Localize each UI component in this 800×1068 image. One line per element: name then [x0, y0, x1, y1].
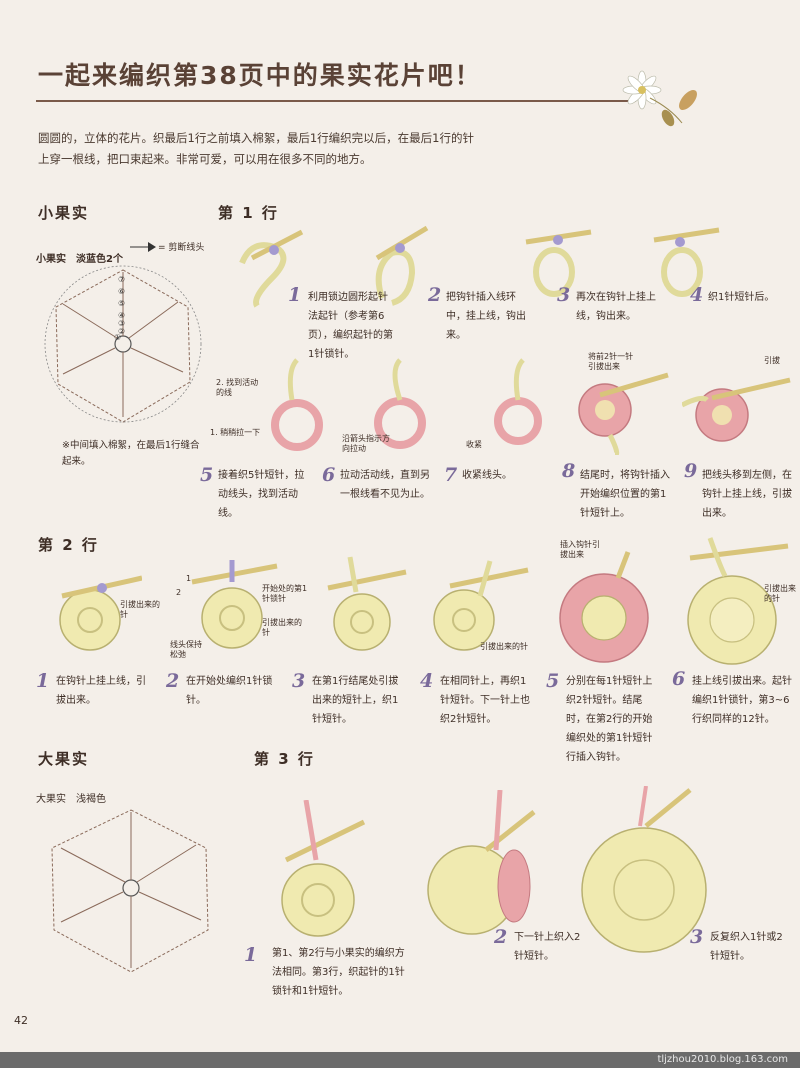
small-fruit-chart: ⑦ ⑥ ⑤ ④ ③ ② ①: [44, 265, 202, 423]
row1-step1-text: 利用锁边圆形起针法起针（参考第6页），编织起针的第1针锁针。: [308, 292, 393, 360]
title-rule: [36, 100, 636, 102]
row2-step2-text: 在开始处编织1针锁针。: [186, 676, 273, 706]
row3-step3-text: 反复织入1针或2针短针。: [710, 932, 783, 962]
row1-step6-text: 拉动活动线，直到另一根线看不见为止。: [340, 470, 430, 500]
row1-step5-num: 5: [200, 464, 214, 486]
row2-step6-illustration: [687, 537, 789, 665]
label-arrow-pull: 沿箭头指示方向拉动: [342, 434, 390, 453]
row2-label-n1: 1: [186, 574, 192, 583]
cut-legend: = 剪断线头: [158, 243, 205, 253]
page-title: 一起来编织第38页中的果实花片吧！: [38, 61, 482, 90]
row2-step3-illustration: [327, 556, 407, 651]
row3-step2-text: 下一针上织入2针短针。: [514, 932, 581, 962]
row3-step2-num: 2: [494, 926, 508, 948]
row1-step7-num: 7: [444, 464, 458, 486]
big-fruit-heading: 大果实: [38, 750, 90, 768]
label-pull-through: 引拔: [764, 356, 780, 365]
row2-label-start-chain: 开始处的第1针锁针: [262, 584, 308, 603]
row1-step9-num: 9: [684, 460, 698, 482]
row1-step2-illustration: [375, 225, 429, 306]
row2-step4-illustration: [433, 560, 529, 651]
row2-step5-num: 5: [546, 670, 560, 692]
round-7: ⑦: [118, 275, 125, 284]
row2-heading: 第 2 行: [38, 536, 99, 554]
row2-label-pulled-c: 引拔出来的针: [480, 642, 528, 651]
site-url: tljzhou2010.blog.163.com: [657, 1054, 788, 1065]
footer-bar: [0, 1052, 800, 1068]
row1-step9-text: 把线头移到左侧，在钩针上挂上线，引拔出来。: [702, 470, 792, 519]
row3-step1-num: 1: [244, 944, 258, 966]
row2-step2-illustration: [191, 560, 278, 649]
row1-step3-num: 3: [557, 284, 571, 306]
row3-step3-illustration: [581, 786, 707, 953]
big-fruit-chart: [51, 809, 209, 973]
row1-step7-text: 收紧线头。: [462, 470, 512, 481]
row1-step4-text: 织1针短针后。: [708, 292, 775, 303]
row2-label-n2: 2: [176, 588, 182, 597]
label-find-active: 2. 找到活动的线: [216, 378, 259, 397]
row2-label-pulled: 引拔出来的针: [120, 600, 160, 619]
svg-text:①: ①: [114, 333, 121, 342]
row3-step2-illustration: [427, 790, 536, 935]
row1-step5-text: 接着织5针短针，拉动线头，找到活动线。: [218, 470, 305, 519]
row2-step5-text: 分别在每1针短针上织2针短针。结尾时，在第2行的开始编织处的第1针短针行插入钩针…: [566, 676, 653, 763]
row1-step6-num: 6: [322, 464, 336, 486]
big-fruit-label: 大果实 浅褐色: [36, 794, 106, 805]
row2-step5-illustration: [559, 551, 649, 663]
row1-step1-num: 1: [288, 284, 302, 306]
label-tighten: 收紧: [466, 440, 482, 449]
row2-step1-text: 在钩针上挂上线，引拔出来。: [56, 676, 146, 706]
row1-step4-num: 4: [690, 284, 704, 306]
row1-step9-illustration: [682, 377, 791, 442]
row1-step7-illustration: [494, 358, 542, 445]
row2-step4-text: 在相同针上，再织1针短针。下一针上也织2针短针。: [440, 676, 530, 725]
row2-label-tail: 线头保持松弛: [170, 640, 202, 659]
flower-decoration: [622, 70, 697, 127]
svg-text:⑤: ⑤: [118, 299, 125, 308]
page-number: 42: [14, 1014, 28, 1027]
row2-step4-num: 4: [420, 670, 434, 692]
row2-label-insert: 插入钩针引拔出来: [560, 540, 600, 559]
small-fruit-note: ※中间填入棉絮，在最后1行缝合起来。: [62, 440, 200, 467]
row1-step3-illustration: [525, 229, 592, 297]
small-fruit-heading: 小果实: [38, 204, 90, 222]
row2-step6-num: 6: [672, 668, 686, 690]
svg-text:③: ③: [118, 319, 125, 328]
row2-step6-text: 挂上线引拔出来。起针编织1针锁针，第3~6行织同样的12针。: [692, 676, 792, 725]
row1-step3-text: 再次在钩针上挂上线，钩出来。: [576, 292, 656, 322]
row1-step6-illustration: [374, 358, 426, 449]
svg-text:②: ②: [118, 327, 125, 336]
row1-step5-illustration: [271, 358, 323, 451]
row3-step1-text: 第1、第2行与小果实的编织方法相同。第3行，织起针的1针锁针和1针短针。: [272, 948, 405, 997]
row1-step8-num: 8: [562, 460, 576, 482]
cut-mark-icon: [130, 242, 156, 252]
row2-step1-illustration: [59, 575, 142, 651]
small-fruit-label: 小果实 淡蓝色2个: [36, 254, 123, 265]
svg-text:④: ④: [118, 311, 125, 320]
row1-step8-illustration: [578, 372, 669, 455]
row2-step1-num: 1: [36, 670, 50, 692]
row2-label-pulled-d: 引拔出来的针: [764, 584, 796, 603]
row3-step1-illustration: [281, 800, 366, 937]
row2-step2-num: 2: [166, 670, 180, 692]
svg-text:⑥: ⑥: [118, 287, 125, 296]
row1-step2-text: 把钩针插入线环中，挂上线，钩出来。: [446, 292, 526, 341]
row2-step3-num: 3: [292, 670, 306, 692]
row1-step4-illustration: [653, 227, 720, 297]
row1-step2-num: 2: [428, 284, 442, 306]
intro-text: 圆圆的，立体的花片。织最后1行之前填入棉絮，最后1行编织完以后，在最后1行的针上…: [38, 131, 474, 166]
row1-step8-text: 结尾时，将钩针插入开始编织位置的第1针短针上。: [580, 470, 670, 519]
label-pull-through-2: 将前2针一针引拔出来: [588, 352, 634, 371]
row1-heading: 第 1 行: [218, 204, 279, 222]
row2-step3-text: 在第1行结尾处引拔出来的短针上，织1针短针。: [312, 676, 399, 725]
label-pull-lightly: 1. 稍稍拉一下: [210, 428, 261, 437]
row1-step1-illustration: [239, 229, 304, 308]
row3-heading: 第 3 行: [254, 750, 315, 768]
row2-label-pulled-b: 引拔出来的针: [262, 618, 302, 637]
row3-step3-num: 3: [690, 926, 704, 948]
